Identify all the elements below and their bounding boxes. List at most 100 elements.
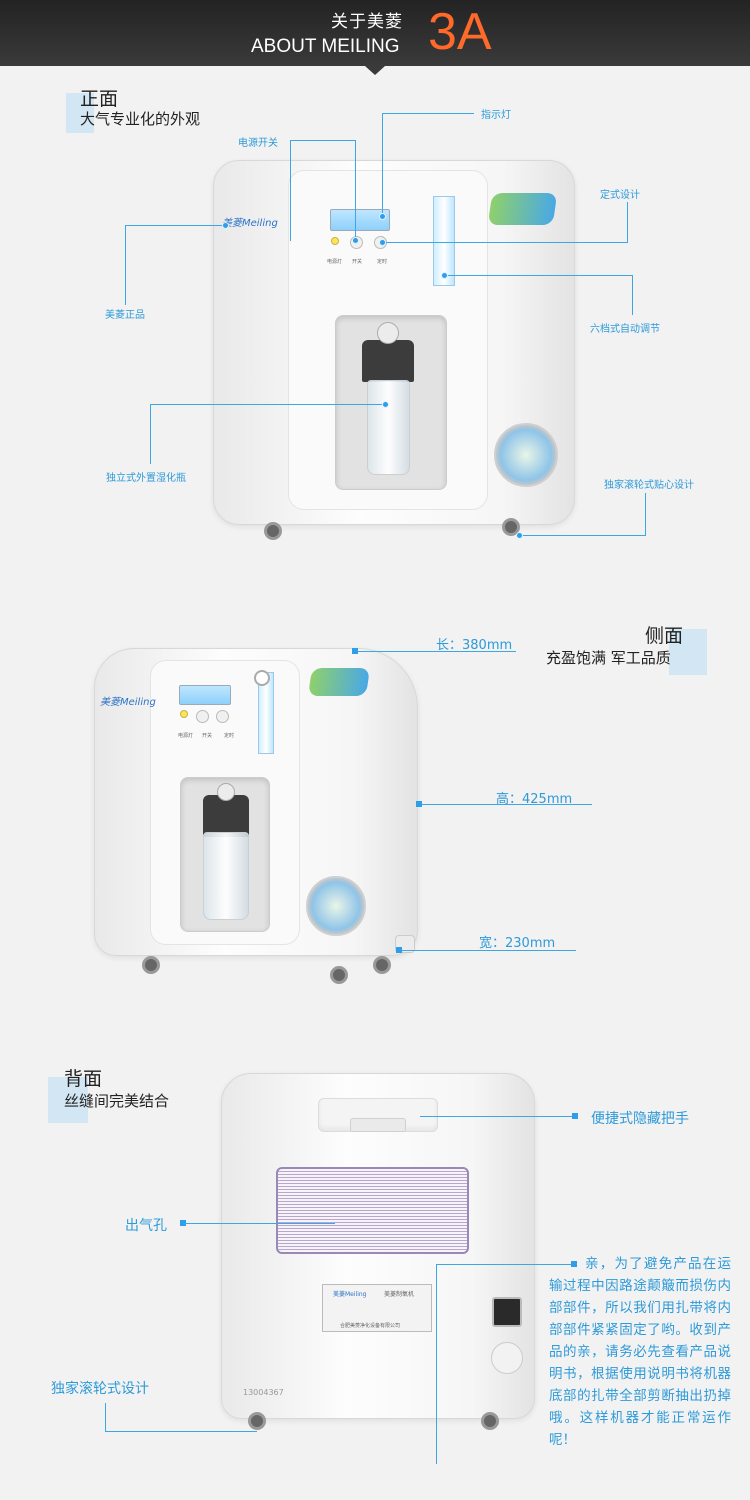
label-humidifier: 独立式外置湿化瓶 (106, 473, 186, 484)
front-humidifier-knob (377, 322, 399, 344)
callout-line-genuine-v (125, 225, 126, 305)
callout-line-genuine-h (125, 225, 225, 226)
banner-title-en: ABOUT MEILING (251, 36, 400, 57)
dim-length: 长：380mm (436, 638, 513, 653)
dim-line-width (399, 950, 576, 951)
dim-marker-width (396, 947, 402, 953)
dim-marker-height (416, 801, 422, 807)
callout-line-power-v2 (355, 140, 356, 240)
side-subheading: 充盈饱满 军工品质 (546, 649, 671, 667)
dim-line-height (419, 804, 592, 805)
front-lcd-display (330, 209, 390, 231)
callout-line-caster-back-v (105, 1403, 106, 1431)
side-circular-sticker (306, 876, 366, 936)
side-wheel-left (142, 956, 160, 974)
callout-dot-indicator (379, 213, 386, 220)
back-fuse-holder[interactable] (491, 1342, 523, 1374)
callout-dot-sixgear (441, 272, 448, 279)
dim-height: 高：425mm (496, 792, 573, 807)
side-humidifier-knob (217, 783, 235, 801)
front-flowmeter[interactable] (433, 196, 455, 286)
callout-dot-genuine (222, 222, 229, 229)
front-wheel-left (264, 522, 282, 540)
front-indicator-light (331, 237, 339, 245)
front-wheel-right (502, 518, 520, 536)
callout-dot-caster (516, 532, 523, 539)
callout-line-handle (420, 1116, 575, 1117)
side-humidifier-cap (203, 795, 249, 837)
front-panel-label-timer: 定时 (377, 259, 388, 265)
front-humidifier-cap (362, 340, 414, 382)
callout-marker-note (571, 1261, 577, 1267)
label-caster-back: 独家滚轮式设计 (51, 1381, 149, 1397)
front-subheading: 大气专业化的外观 (80, 110, 201, 128)
back-plate-footer: 合肥美菱净化设备有限公司 (340, 1323, 401, 1329)
callout-line-sixgear-h (444, 275, 632, 276)
side-wheel-right (373, 956, 391, 974)
callout-line-caster-back-h (105, 1431, 257, 1432)
callout-line-humid-h (150, 404, 386, 405)
callout-line-fixed-h (383, 242, 628, 243)
side-indicator-light (180, 710, 188, 718)
back-serial-number: 13004367 (243, 1388, 284, 1397)
front-heading: 正面 (80, 88, 119, 110)
label-outlet: 出气孔 (125, 1218, 167, 1234)
front-circular-sticker (494, 423, 558, 487)
banner-badge-3a: 3A (428, 3, 492, 61)
label-fixed-design: 定式设计 (600, 190, 640, 201)
side-wheel-mid (330, 966, 348, 984)
front-heading-accent (66, 93, 94, 133)
front-brand-logo: 美菱Meiling (222, 218, 278, 229)
back-plate-logo: 美菱Meiling (333, 1291, 367, 1298)
callout-line-humid-v (150, 404, 151, 464)
side-heading: 侧面 (645, 625, 684, 647)
side-sticker-oxygen (308, 668, 370, 696)
callout-line-power-h1 (290, 140, 356, 141)
back-handle-cap (350, 1118, 406, 1132)
front-humidifier-bottle (367, 380, 410, 475)
side-flowmeter-knob[interactable] (254, 670, 270, 686)
header-banner (0, 0, 750, 66)
label-genuine: 美菱正品 (105, 310, 145, 321)
callout-line-fixed-v (627, 202, 628, 242)
label-caster-front: 独家滚轮式贴心设计 (604, 480, 694, 491)
side-brand-logo: 美菱Meiling (100, 697, 156, 708)
back-rating-plate (322, 1284, 432, 1332)
back-subheading: 丝缝间完美结合 (64, 1092, 170, 1110)
front-panel-label-switch: 开关 (352, 259, 363, 265)
callout-line-indicator-v (382, 113, 383, 216)
back-wheel-right (481, 1412, 499, 1430)
dim-width: 宽：230mm (479, 936, 556, 951)
side-panel-label-power: 电源灯 (178, 733, 194, 739)
label-six-gear: 六档式自动调节 (590, 324, 660, 335)
label-indicator: 指示灯 (481, 110, 511, 121)
side-panel-label-timer: 定时 (224, 733, 235, 739)
callout-line-sixgear-v (632, 275, 633, 315)
dim-line-length (355, 651, 516, 652)
back-zip-tie-note: 亲，为了避免产品在运输过程中因路途颠簸而损伤内部部件，所以我们用扎带将内部部件紧… (549, 1256, 731, 1448)
banner-pointer (365, 66, 385, 75)
banner-title-cn: 关于美菱 (331, 12, 403, 32)
side-panel-label-switch: 开关 (202, 733, 213, 739)
side-lcd-display (179, 685, 231, 705)
front-sticker-oxygen (487, 193, 558, 225)
back-wheel-left (248, 1412, 266, 1430)
side-humidifier-bottle (203, 832, 249, 920)
side-power-button[interactable] (196, 710, 209, 723)
back-heading: 背面 (64, 1068, 103, 1090)
callout-line-caster-v (645, 493, 646, 535)
callout-line-indicator-h (382, 113, 474, 114)
callout-line-caster-h (520, 535, 646, 536)
back-power-socket[interactable] (492, 1297, 522, 1327)
back-air-outlet-grille (276, 1167, 469, 1254)
label-power-switch: 电源开关 (238, 138, 278, 149)
dim-marker-length (352, 648, 358, 654)
callout-dot-fixed (379, 239, 386, 246)
side-timer-button[interactable] (216, 710, 229, 723)
label-handle: 便捷式隐藏把手 (591, 1111, 689, 1127)
callout-line-note-v (436, 1264, 437, 1464)
callout-line-note-h (436, 1264, 574, 1265)
callout-dot-power (352, 237, 359, 244)
callout-dot-humid (382, 401, 389, 408)
callout-marker-handle (572, 1113, 578, 1119)
